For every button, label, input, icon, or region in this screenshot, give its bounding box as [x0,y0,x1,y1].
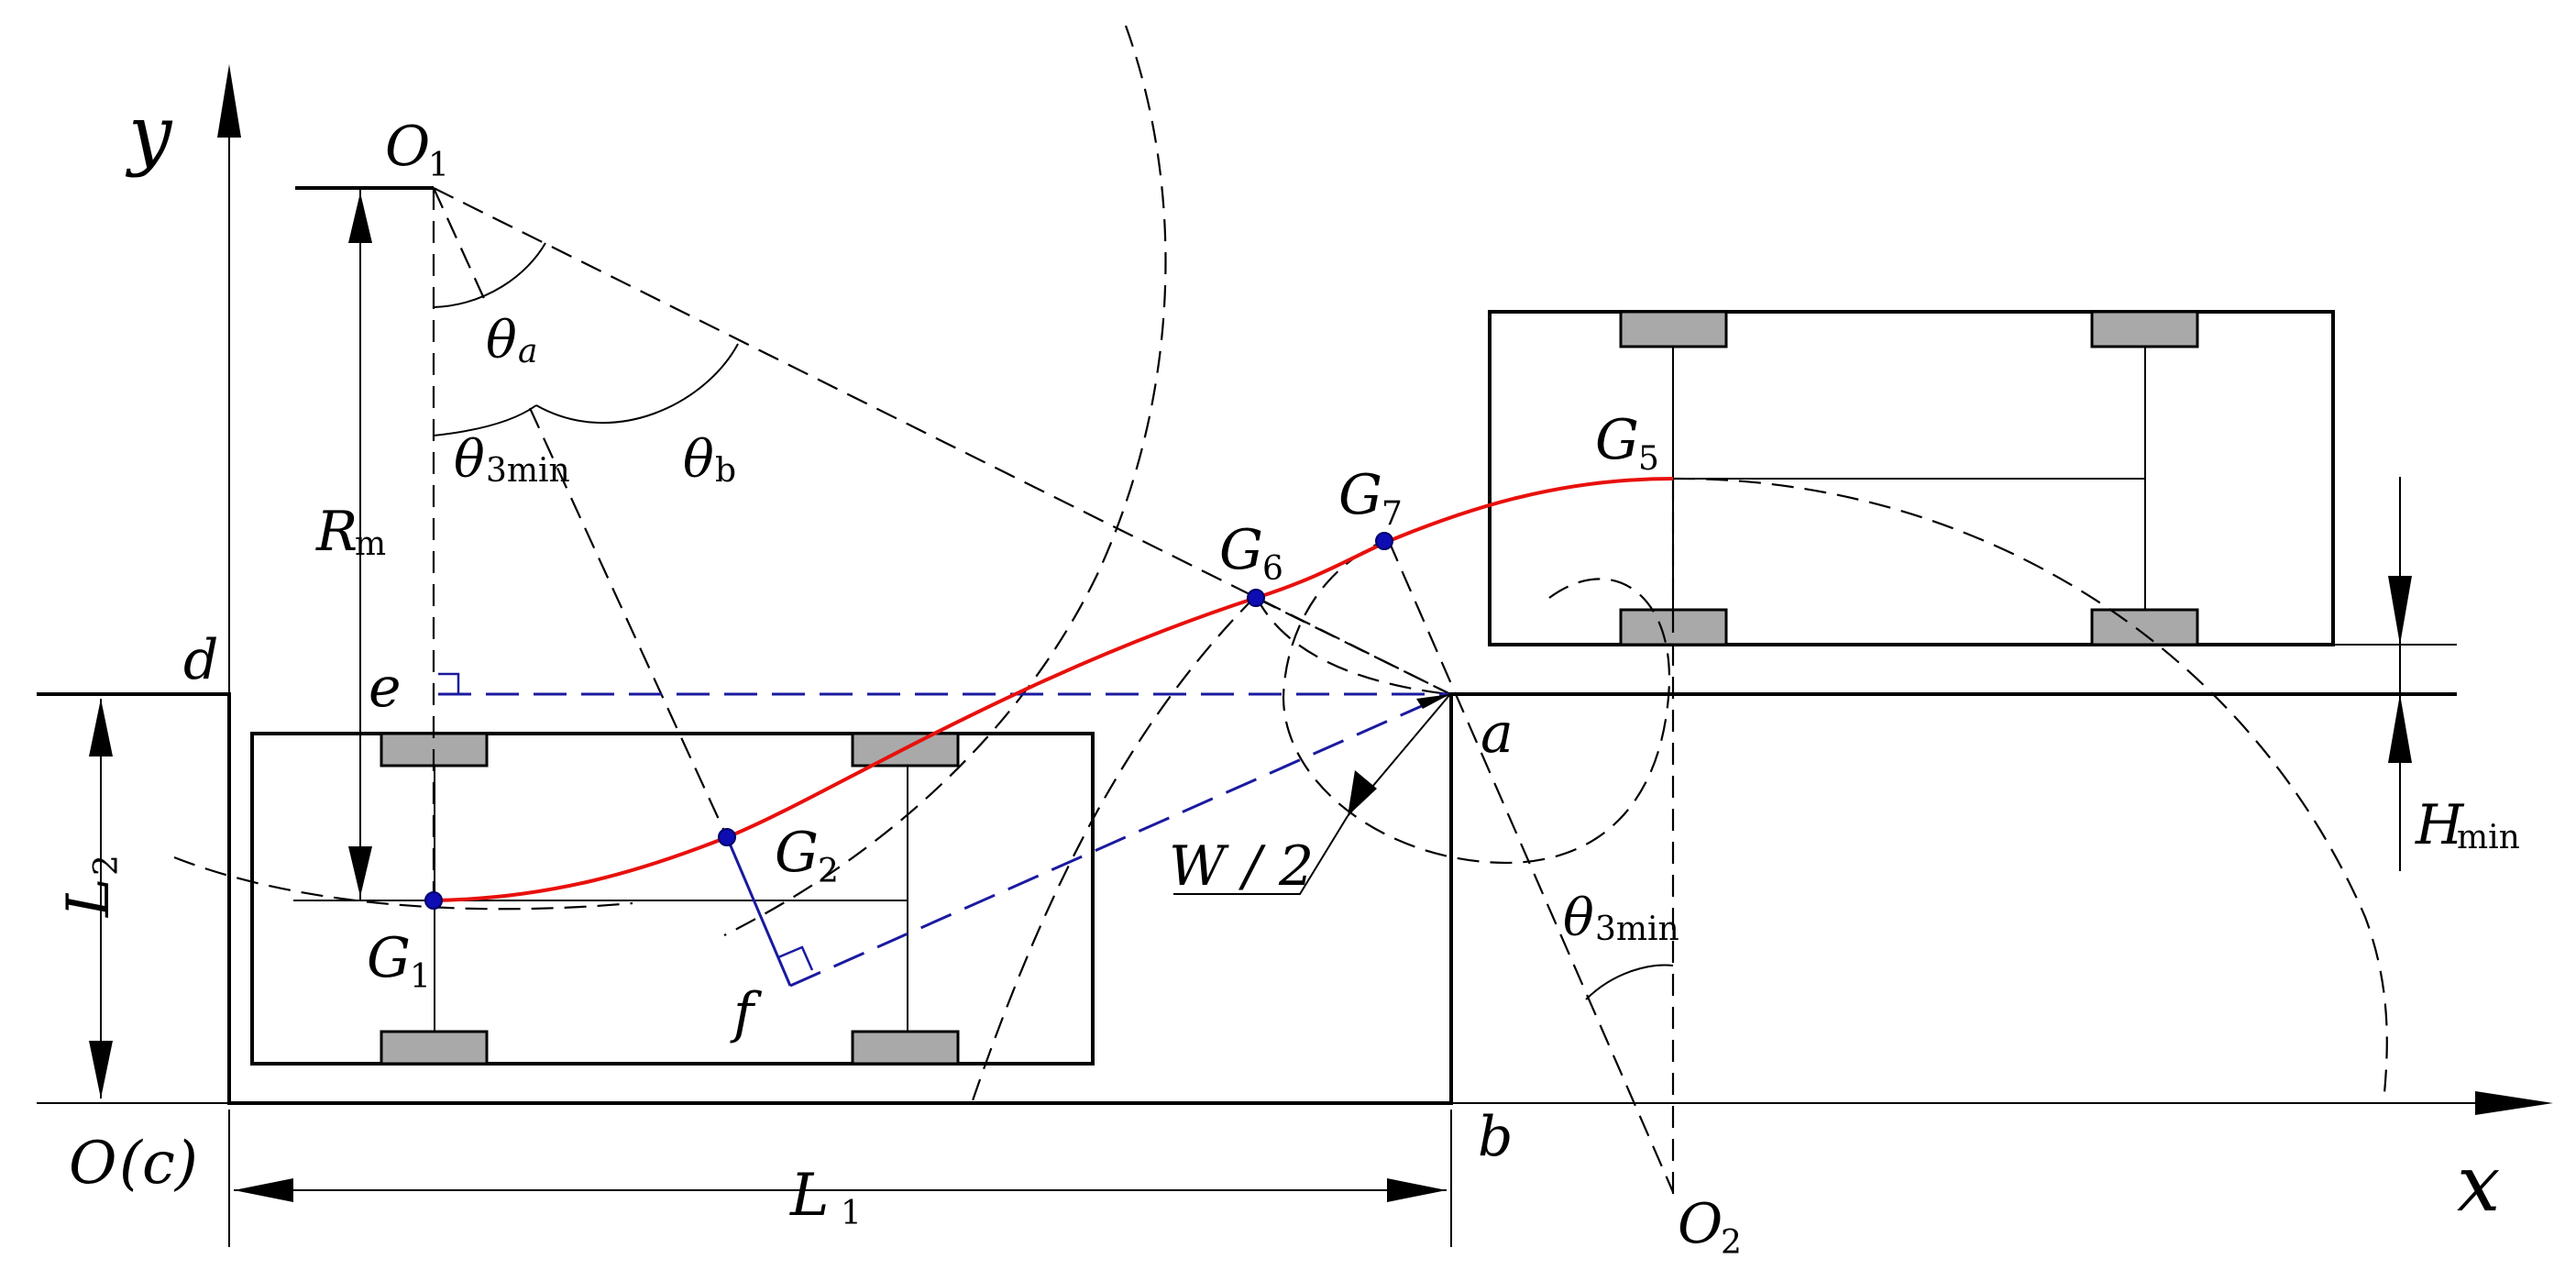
point-G7 [1375,532,1393,550]
label-origin: O [69,1130,116,1198]
label-G2: G [775,821,819,885]
parking-trajectory [433,477,1674,902]
label-G6-sub: 6 [1262,550,1283,588]
dimension-L1 [228,1110,1452,1247]
point-G1 [424,891,443,910]
key-points [424,532,1393,910]
label-theta-a: θ [486,311,517,370]
construction-blue [438,672,1450,988]
construction-lines [432,187,1675,1195]
label-Rm: R [315,500,358,564]
label-theta-3min-2-sub: 3min [1595,911,1679,948]
label-G7-sub: 7 [1382,495,1403,533]
wheel-final-front-top [2090,310,2199,348]
label-G7: G [1338,463,1382,527]
label-theta-3min-sub: 3min [486,452,570,490]
point-G2 [718,828,736,846]
label-G5-sub: 5 [1638,440,1659,478]
label-d: d [183,628,218,692]
label-O1: O [385,115,430,179]
construction-arcs [173,25,2388,1104]
label-theta-3min: θ [454,430,485,490]
point-G6 [1247,589,1265,607]
label-f: f [730,981,763,1045]
angle-arcs [433,242,1674,1000]
label-theta-b: θ [683,430,714,490]
label-b: b [1478,1105,1513,1169]
dimension-Hmin [2388,477,2412,871]
label-O2-sub: 2 [1721,1224,1742,1262]
label-origin-alias: (c) [119,1130,198,1198]
label-y-axis: y [125,89,173,179]
label-O2: O [1678,1192,1723,1256]
dimension-L2 [89,699,113,1099]
label-L2-sub: 2 [88,855,126,876]
label-e: e [369,656,402,720]
label-L2: L [55,878,123,919]
vehicle-final [1488,310,2335,646]
label-theta-3min-2: θ [1563,889,1594,948]
label-Rm-sub: m [355,525,386,563]
wheel-front-right [851,1030,960,1066]
wheel-rear-right [380,1030,489,1066]
label-x-axis: x [2457,1139,2500,1229]
label-G5: G [1595,408,1639,472]
label-L1: L [789,1162,830,1230]
dimension-W2 [1173,693,1451,895]
label-G6: G [1219,518,1263,582]
wheel-final-front-bottom [2090,608,2199,646]
labels: y x O (c) O 1 O 2 G 1 G 2 G 5 G 6 G 7 a … [55,89,2520,1262]
label-G1: G [367,926,411,990]
label-Hmin-sub: min [2457,819,2520,856]
label-L2-group: L 2 [55,855,126,918]
dimension-Rm [348,188,372,900]
label-G2-sub: 2 [818,853,839,890]
vehicle-initial [250,732,1095,1066]
label-theta-a-sub: a [518,333,537,370]
label-O1-sub: 1 [428,147,449,184]
wheel-final-rear-top [1619,310,1728,348]
label-W2: W / 2 [1169,834,1314,899]
label-theta-b-sub: b [715,452,736,490]
label-Hmin: H [2415,793,2465,857]
label-a: a [1481,701,1514,766]
label-G1-sub: 1 [410,958,431,996]
label-L1-sub: 1 [841,1195,862,1232]
